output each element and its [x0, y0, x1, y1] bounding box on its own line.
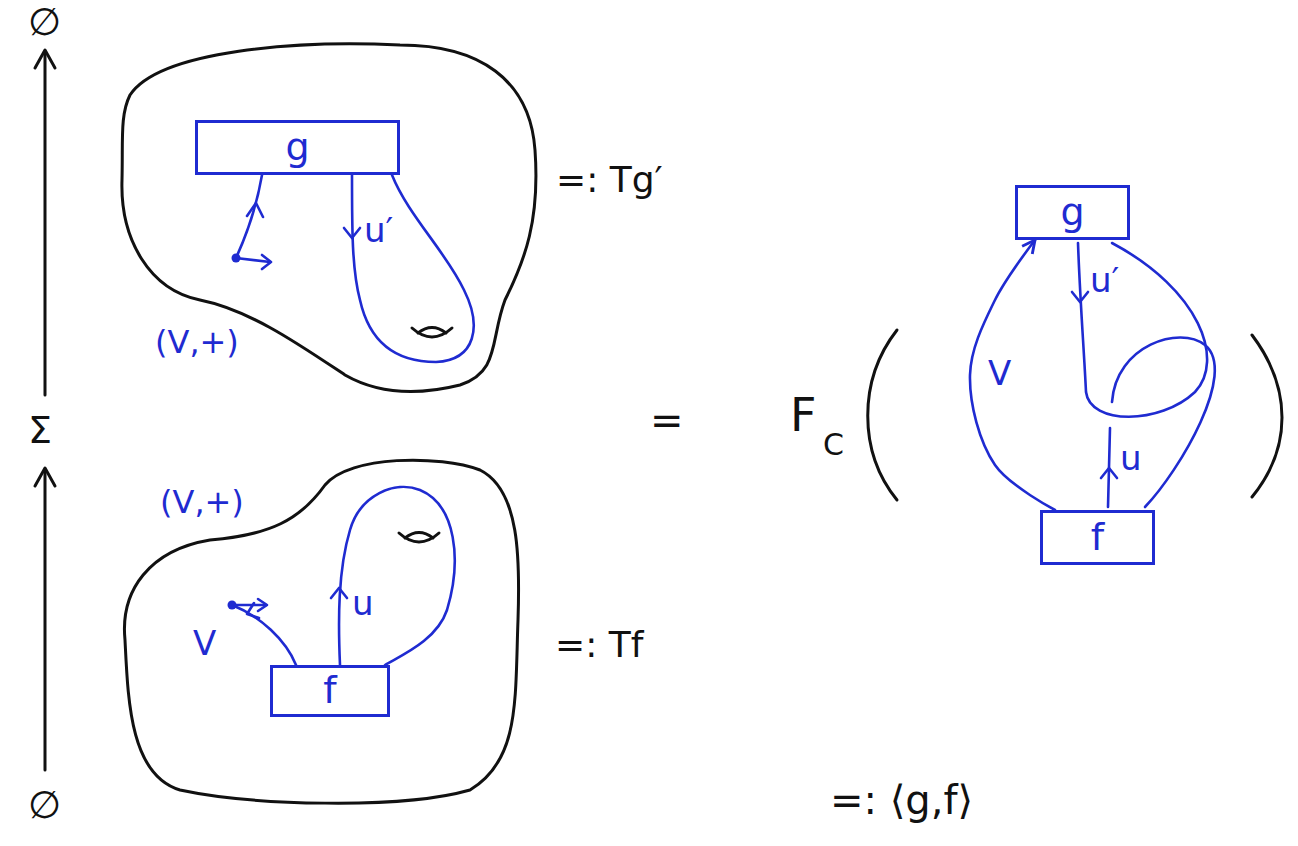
tangle-name: =: Tg′: [556, 160, 663, 200]
parenthesis: [1252, 335, 1282, 497]
coupon-box: g: [195, 120, 400, 175]
strand-arrow: [262, 255, 271, 269]
strand-label: u′: [364, 212, 393, 249]
strand-arrow: [344, 228, 360, 238]
strand-arrow: [258, 599, 267, 611]
strand-arrow: [1101, 468, 1117, 478]
strand-label: u′: [1090, 262, 1119, 299]
strand: [352, 175, 474, 362]
strand-label: u: [352, 585, 374, 622]
coupon-box: f: [270, 665, 390, 717]
handlebody-outline-path: [122, 44, 536, 392]
functor-subscript: C: [823, 428, 844, 461]
coupon-label: g: [285, 127, 309, 169]
cobordism-axis: [35, 50, 1282, 770]
strand: [1078, 243, 1207, 417]
empty-set: ∅: [28, 785, 61, 827]
strand-arrow: [247, 203, 263, 217]
marked-point: [232, 254, 241, 263]
coupon-label: g: [1060, 192, 1084, 234]
parenthesis: [868, 330, 897, 500]
coupon-box: g: [1015, 185, 1130, 240]
handle-hole: [412, 328, 452, 337]
strand-label: V: [988, 355, 1011, 392]
strand-label: u: [1120, 440, 1142, 477]
strand: [236, 175, 262, 258]
coupon-label: f: [323, 670, 336, 712]
handle-hole: [418, 328, 446, 334]
arrow-head: [35, 50, 55, 68]
marked-points: [228, 254, 241, 610]
handle-hole: [405, 533, 433, 539]
strand-arrow: [1072, 292, 1088, 302]
strand-arrow: [331, 588, 347, 598]
handle-hole: [399, 533, 439, 542]
equals-sign: =: [650, 398, 684, 442]
functor-symbol: F: [790, 390, 816, 441]
marked-point-label: (V,+): [160, 485, 244, 520]
surface-symbol: Σ: [28, 410, 52, 452]
handlebody-outline-path: [124, 460, 518, 803]
marked-point: [228, 601, 237, 610]
ribbon-strand: [970, 240, 1055, 510]
strand: [339, 487, 455, 665]
strand: [232, 605, 296, 665]
strand-label: V: [193, 625, 216, 662]
axis-arrow: [44, 52, 47, 395]
empty-set: ∅: [28, 2, 61, 44]
ribbon-strands: [232, 175, 1215, 665]
tangle-name: =: Tf: [555, 625, 643, 665]
framing-arrow: [232, 604, 266, 607]
marked-point-label: (V,+): [155, 325, 239, 360]
arrow-head: [35, 468, 55, 486]
pairing-definition: =: ⟨g,f⟩: [830, 778, 973, 822]
strand: [1112, 337, 1215, 507]
axis-arrow: [44, 470, 47, 770]
coupon-label: f: [1091, 517, 1104, 559]
coupon-box: f: [1040, 510, 1155, 565]
